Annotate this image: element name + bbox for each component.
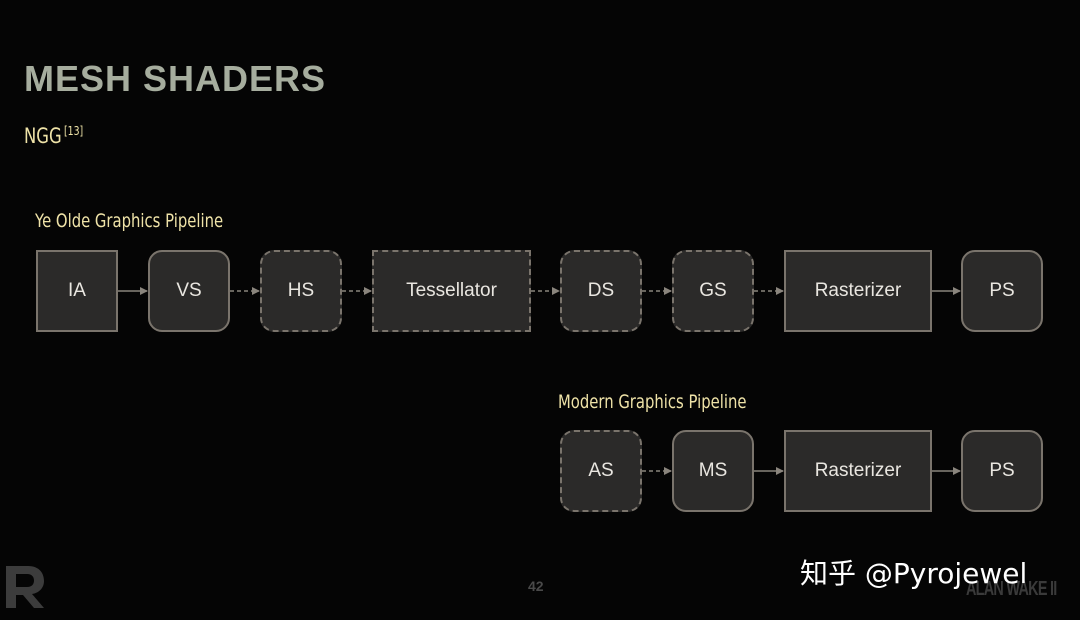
old-stage-ds: DS <box>560 250 642 332</box>
subtitle-reference: [13] <box>63 124 84 138</box>
modern-stage-ps: PS <box>961 430 1043 512</box>
modern-stage-ms: MS <box>672 430 754 512</box>
alan-wake-logo: ALAN WAKE II <box>966 578 1057 600</box>
old-pipeline-label: Ye Olde Graphics Pipeline <box>35 210 224 232</box>
slide-subtitle: NGG[13] <box>24 124 83 148</box>
old-stage-rasterizer: Rasterizer <box>784 250 932 332</box>
modern-stage-as: AS <box>560 430 642 512</box>
old-stage-ia: IA <box>36 250 118 332</box>
old-stage-vs: VS <box>148 250 230 332</box>
modern-stage-rasterizer: Rasterizer <box>784 430 932 512</box>
zhihu-watermark: 知乎 @Pyrojewel <box>800 557 1028 590</box>
slide-title: MESH SHADERS <box>24 58 327 99</box>
old-stage-hs: HS <box>260 250 342 332</box>
subtitle-text: NGG <box>24 124 62 148</box>
remedy-logo <box>6 566 44 608</box>
modern-pipeline-label: Modern Graphics Pipeline <box>558 391 747 413</box>
old-stage-tessellator: Tessellator <box>372 250 531 332</box>
old-stage-gs: GS <box>672 250 754 332</box>
old-stage-ps: PS <box>961 250 1043 332</box>
page-number: 42 <box>528 578 544 594</box>
